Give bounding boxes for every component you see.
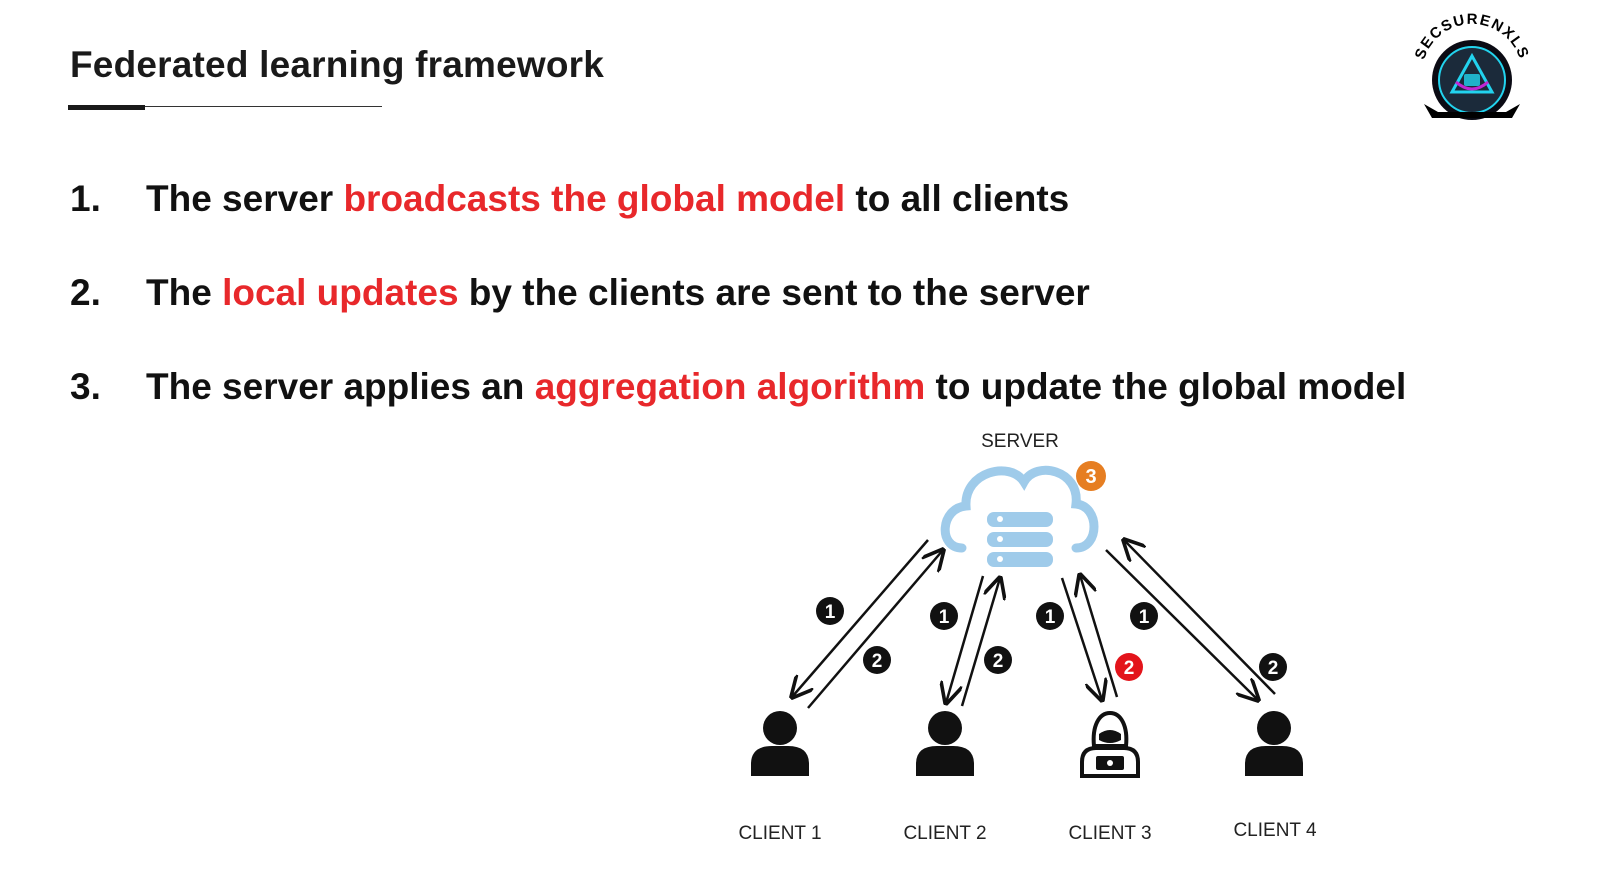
broadcast-arrow bbox=[792, 539, 929, 697]
user-icon bbox=[751, 711, 809, 776]
title-underline-accent bbox=[68, 105, 145, 110]
svg-text:2: 2 bbox=[1124, 658, 1135, 679]
logo-emblem-icon bbox=[1449, 52, 1495, 94]
server-label: SERVER bbox=[981, 431, 1059, 452]
step-number: 1. bbox=[70, 178, 101, 219]
update-badge: 2 bbox=[863, 646, 891, 674]
title-underline bbox=[68, 106, 382, 107]
update-badge: 2 bbox=[1259, 653, 1287, 681]
client-label: CLIENT 3 bbox=[1068, 823, 1151, 844]
broadcast-arrow bbox=[946, 575, 985, 703]
client-label: CLIENT 2 bbox=[903, 823, 986, 844]
svg-text:3: 3 bbox=[1085, 466, 1096, 488]
malicious-update-badge: 2 bbox=[1115, 653, 1143, 681]
svg-text:2: 2 bbox=[872, 651, 883, 672]
update-arrow bbox=[807, 550, 943, 709]
aggregate-badge: 3 bbox=[1076, 461, 1106, 491]
step-text: The server broadcasts the global model t… bbox=[146, 178, 1070, 219]
update-arrow bbox=[1080, 575, 1119, 698]
update-arrow bbox=[1124, 540, 1276, 695]
step-number: 3. bbox=[70, 366, 101, 407]
broadcast-badge: 1 bbox=[816, 597, 844, 625]
federated-learning-diagram: SERVER 3 1 2 1 2 1 bbox=[738, 431, 1317, 844]
hacker-icon bbox=[1080, 710, 1140, 778]
client-label: CLIENT 1 bbox=[738, 823, 821, 844]
broadcast-arrow bbox=[1105, 549, 1258, 700]
update-arrow bbox=[960, 578, 1000, 707]
client-label: CLIENT 4 bbox=[1233, 820, 1317, 841]
secsurenxls-logo: SECSURENXLS bbox=[1412, 12, 1531, 120]
broadcast-arrow bbox=[1060, 577, 1102, 700]
broadcast-badge: 1 bbox=[1036, 602, 1064, 630]
svg-text:1: 1 bbox=[1139, 607, 1150, 628]
step-highlight: aggregation algorithm bbox=[534, 366, 926, 407]
svg-text:2: 2 bbox=[1268, 658, 1279, 679]
step-highlight: local updates bbox=[222, 272, 459, 313]
broadcast-badge: 1 bbox=[1130, 602, 1158, 630]
broadcast-badge: 1 bbox=[930, 602, 958, 630]
step-text: The local updates by the clients are sen… bbox=[146, 272, 1090, 313]
cloud-server-icon bbox=[940, 465, 1099, 567]
step-number: 2. bbox=[70, 272, 101, 313]
update-badge: 2 bbox=[984, 646, 1012, 674]
step-highlight: broadcasts the global model bbox=[343, 178, 846, 219]
svg-text:1: 1 bbox=[825, 602, 836, 623]
user-icon bbox=[916, 711, 974, 776]
svg-text:2: 2 bbox=[993, 651, 1004, 672]
svg-text:1: 1 bbox=[1045, 607, 1056, 628]
step-text: The server applies an aggregation algori… bbox=[146, 366, 1407, 407]
slide-title: Federated learning framework bbox=[70, 44, 605, 85]
svg-text:1: 1 bbox=[939, 607, 950, 628]
user-icon bbox=[1245, 711, 1303, 776]
